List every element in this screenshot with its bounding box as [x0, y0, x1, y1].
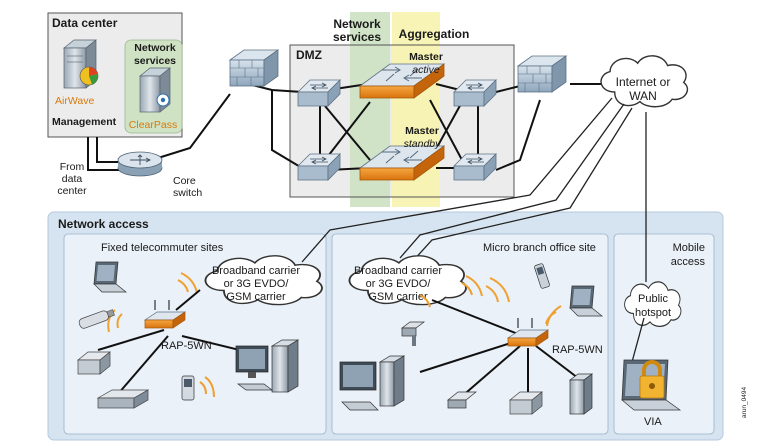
master-standby-label-1: Master — [405, 125, 439, 137]
rap-5wn-left-icon — [143, 300, 187, 329]
from-data-center-line-2: data — [62, 173, 83, 185]
carrier-left-line-2: or 3G EVDO/ — [224, 278, 290, 290]
core-switch-label-1: Core — [173, 175, 196, 187]
left-firewall-icon — [229, 49, 279, 87]
internet-label-1: Internet or — [616, 75, 671, 89]
rap-left-label: RAP-5WN — [161, 340, 212, 352]
from-data-center-line-3: center — [57, 185, 87, 197]
dmz-title: DMZ — [296, 48, 322, 62]
micro-laptop-icon — [569, 285, 603, 317]
ip-phone-icon — [400, 321, 426, 346]
micro-site-links — [419, 299, 579, 399]
network-services-header-1: Network — [333, 17, 381, 31]
printer-icon — [77, 351, 111, 375]
figure-id: arun_0494 — [741, 387, 748, 418]
hotspot-label-2: hotspot — [635, 307, 671, 319]
lock-icon — [639, 360, 665, 399]
data-center-services-title-1: Network — [134, 42, 176, 54]
network-access-title: Network access — [58, 217, 149, 231]
carrier-right-line-2: or 3G EVDO/ — [366, 278, 432, 290]
from-data-center-line-1: From — [60, 161, 85, 173]
wireless-signal-icons — [107, 272, 562, 398]
mobile-access-title-2: access — [671, 256, 706, 268]
micro-desktop-icon — [339, 355, 406, 411]
mobile-access-title-1: Mobile — [673, 242, 705, 254]
core-switch-icon — [117, 151, 163, 177]
master-active-label-1: Master — [409, 51, 443, 63]
desk-phone-icon — [447, 391, 477, 409]
wan-links — [301, 97, 647, 282]
data-center-title: Data center — [52, 16, 118, 30]
cell-phone-icon — [534, 263, 550, 289]
management-label: Management — [52, 116, 117, 128]
carrier-right-line-3: GSM carrier — [368, 291, 428, 303]
rap-5wn-right-icon — [506, 318, 550, 347]
fixed-site-links — [97, 289, 257, 395]
clearpass-server-icon — [139, 67, 171, 113]
signal-cloud-right-icon — [485, 277, 510, 303]
right-firewall-icon — [517, 55, 567, 93]
aggregation-header: Aggregation — [399, 27, 470, 41]
fixed-telecommuter-title: Fixed telecommuter sites — [101, 242, 224, 254]
laptop-icon — [93, 261, 127, 293]
data-center-links — [87, 93, 231, 171]
usb-modem-icon — [78, 309, 115, 329]
via-label: VIA — [644, 416, 662, 428]
carrier-left-line-1: Broadband carrier — [212, 265, 300, 277]
master-standby-label-2: standby — [404, 138, 442, 150]
network-services-header-2: services — [333, 30, 381, 44]
desktop-computer-icon — [235, 339, 300, 393]
micro-branch-title: Micro branch office site — [483, 242, 596, 254]
airwave-label: AirWave — [55, 95, 94, 107]
data-center-services-title-2: services — [134, 55, 176, 67]
hotspot-label-1: Public — [638, 293, 668, 305]
carrier-left-line-3: GSM carrier — [226, 291, 286, 303]
clearpass-label: ClearPass — [129, 119, 177, 131]
micro-tower-icon — [568, 373, 594, 415]
carrier-right-line-1: Broadband carrier — [354, 265, 442, 277]
set-top-box-icon — [96, 389, 150, 409]
master-active-label-2: active — [412, 64, 440, 76]
data-center-panel: Data center Network services AirWave Man… — [47, 12, 183, 138]
airwave-server-icon — [63, 39, 99, 89]
core-switch-label-2: switch — [173, 187, 202, 199]
rap-right-label: RAP-5WN — [552, 344, 603, 356]
micro-printer-icon — [509, 391, 543, 415]
internet-label-2: WAN — [629, 89, 657, 103]
mobile-phone-icon — [181, 375, 195, 401]
